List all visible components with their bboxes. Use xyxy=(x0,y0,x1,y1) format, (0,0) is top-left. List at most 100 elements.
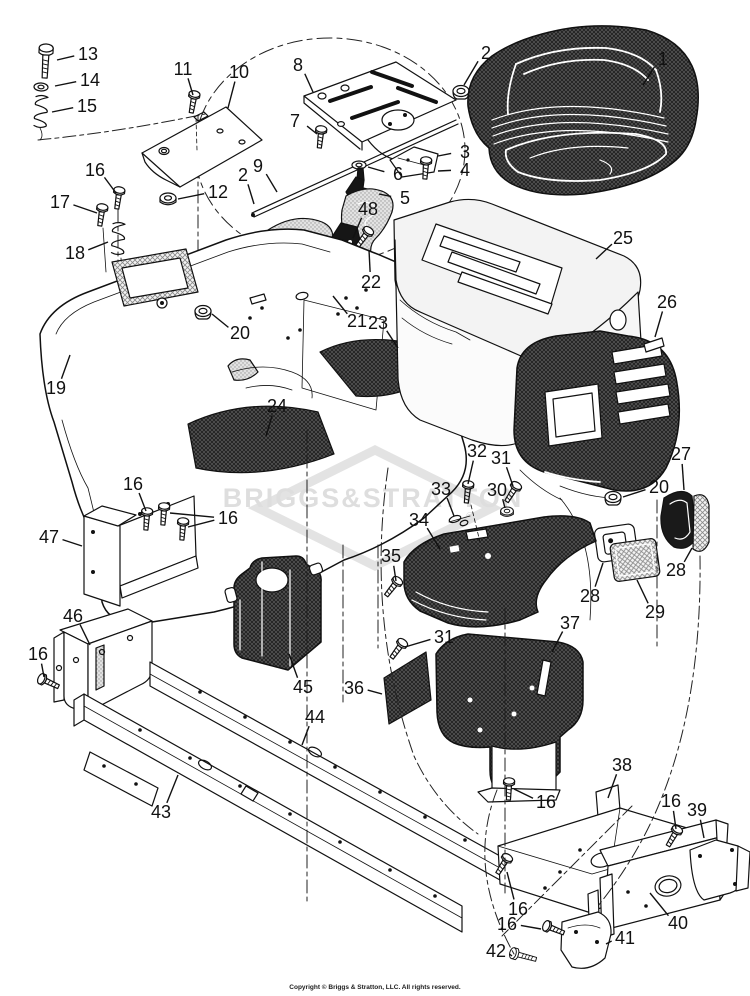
callout-leader xyxy=(187,78,194,96)
bolt-13-washer-14-spring-15 xyxy=(33,43,55,141)
seat xyxy=(467,25,699,196)
callout-14: 14 xyxy=(80,70,100,90)
callout-leader xyxy=(654,311,664,338)
callout-41: 41 xyxy=(615,928,635,948)
callout-22: 22 xyxy=(361,272,381,292)
bracket-41 xyxy=(492,851,612,969)
callout-leader xyxy=(187,519,215,528)
callout-13: 13 xyxy=(78,44,98,64)
callout-35: 35 xyxy=(381,546,401,566)
callout-20: 20 xyxy=(649,477,669,497)
callout-11: 11 xyxy=(174,59,193,79)
callout-leader xyxy=(605,940,612,945)
callout-16: 16 xyxy=(661,791,681,811)
chassis-rail-front xyxy=(73,693,463,933)
battery-box xyxy=(224,555,324,671)
callout-leader xyxy=(649,892,669,917)
callout-leader xyxy=(386,330,399,349)
callout-leader xyxy=(426,527,441,550)
callout-leader xyxy=(103,176,117,194)
callout-leader xyxy=(607,773,618,799)
dash-panel xyxy=(381,479,597,628)
grille xyxy=(513,330,681,501)
callout-3: 3 xyxy=(460,142,470,162)
callout-37: 37 xyxy=(560,613,580,633)
callout-16: 16 xyxy=(508,899,528,919)
callouts-layer: 1223456789101112131415161718192021222324… xyxy=(28,43,707,961)
bracket-47 xyxy=(83,495,199,607)
callout-leader xyxy=(166,774,179,804)
callout-leader xyxy=(463,60,479,86)
callout-leader xyxy=(40,663,45,678)
callout-25: 25 xyxy=(613,228,633,248)
callout-leader xyxy=(79,624,91,646)
callout-29: 29 xyxy=(645,602,665,622)
callout-leader xyxy=(594,562,604,587)
callout-leader xyxy=(265,415,273,437)
callout-4: 4 xyxy=(460,160,470,180)
bracket-39 xyxy=(689,839,750,901)
callout-7: 7 xyxy=(290,111,300,131)
callout-28: 28 xyxy=(580,586,600,606)
callout-28: 28 xyxy=(666,560,686,580)
callout-8: 8 xyxy=(293,55,303,75)
watermark-text: BRIGGS&STRATTON xyxy=(223,483,524,513)
callout-leader xyxy=(304,73,314,93)
callout-leader xyxy=(446,497,455,517)
callout-leader xyxy=(265,173,278,193)
callout-leader xyxy=(378,193,392,198)
callout-leader xyxy=(169,512,215,518)
callout-leader xyxy=(56,55,75,61)
callout-leader xyxy=(367,166,385,173)
callout-39: 39 xyxy=(687,800,707,820)
callout-leader xyxy=(520,924,542,930)
callout-leader xyxy=(73,204,98,214)
centerline-top-left xyxy=(37,113,206,141)
callout-16: 16 xyxy=(218,508,238,528)
callout-45: 45 xyxy=(293,677,313,697)
callout-44: 44 xyxy=(305,707,325,727)
callout-leader xyxy=(672,810,677,830)
watermark-registered-mark: ® xyxy=(466,511,474,523)
callout-32: 32 xyxy=(467,441,487,461)
callout-leader xyxy=(368,249,371,273)
heat-shield-panel xyxy=(383,651,432,725)
callout-46: 46 xyxy=(63,606,83,626)
dash-support xyxy=(386,633,584,803)
callout-leader xyxy=(699,819,705,839)
callout-42: 42 xyxy=(486,941,506,961)
callout-leader xyxy=(404,638,431,648)
callout-5: 5 xyxy=(400,188,410,208)
callout-leader xyxy=(352,217,363,239)
callout-43: 43 xyxy=(151,802,171,822)
callout-16: 16 xyxy=(497,914,517,934)
seat-support-plate xyxy=(303,61,470,161)
centerlines xyxy=(306,429,701,955)
watermark: BRIGGS&STRATTON ® xyxy=(223,444,524,572)
callout-36: 36 xyxy=(344,678,364,698)
callout-leader xyxy=(177,193,205,200)
callout-40: 40 xyxy=(668,913,688,933)
callout-16: 16 xyxy=(28,644,48,664)
callout-leader xyxy=(247,184,255,205)
callout-leader xyxy=(513,788,534,799)
callout-leader xyxy=(551,631,564,653)
bracket-46 xyxy=(35,608,153,713)
callout-leader xyxy=(211,313,229,328)
watermark-diamond xyxy=(247,444,503,572)
callout-leader xyxy=(60,354,71,380)
callout-24: 24 xyxy=(267,396,287,416)
callout-23: 23 xyxy=(368,313,388,333)
callout-leader xyxy=(288,653,299,679)
callout-leader xyxy=(437,169,452,172)
callout-leader xyxy=(502,498,506,509)
callout-1: 1 xyxy=(658,49,668,69)
callout-9: 9 xyxy=(253,156,263,176)
callout-leader xyxy=(508,953,513,957)
callout-6: 6 xyxy=(393,164,403,184)
callout-leader xyxy=(306,125,318,135)
callout-47: 47 xyxy=(39,527,59,547)
callout-leader xyxy=(88,241,109,251)
callout-leader xyxy=(437,152,452,157)
